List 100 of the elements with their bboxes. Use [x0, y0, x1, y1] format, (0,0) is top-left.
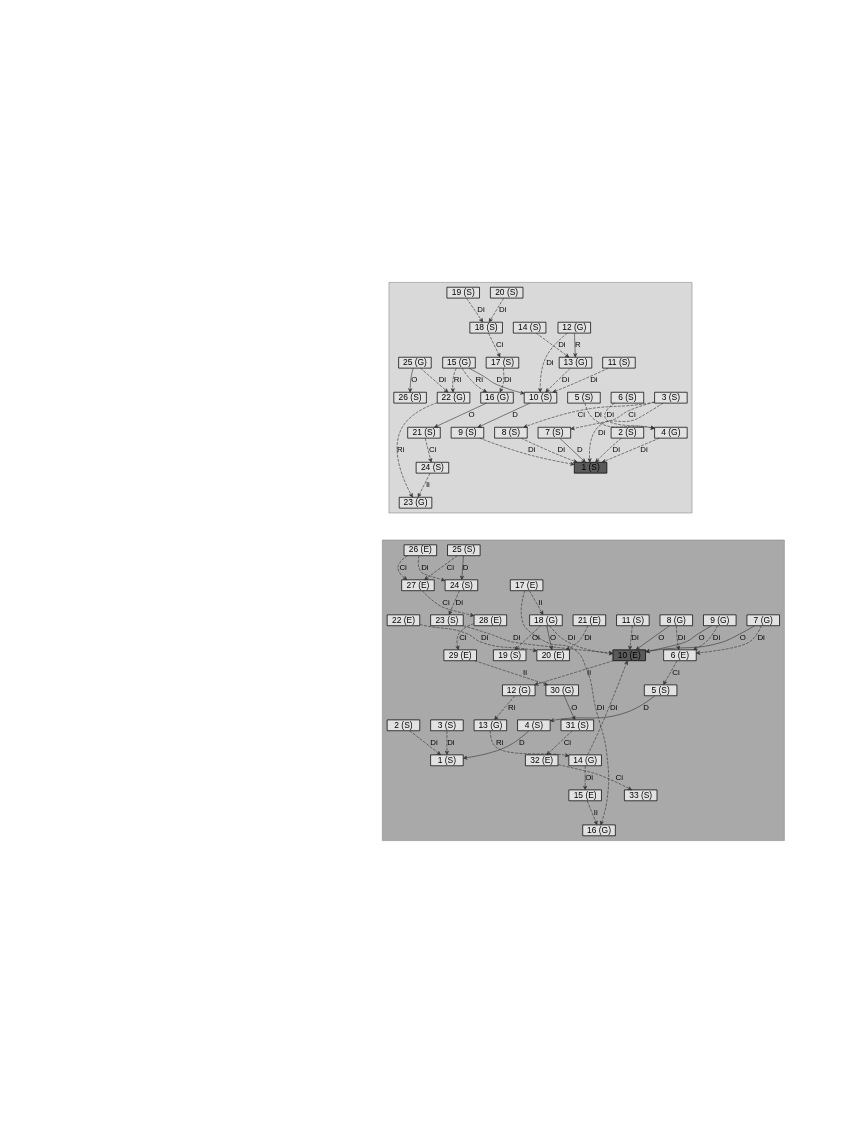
arrow	[396, 401, 437, 497]
node-box: 3 (S)	[429, 719, 464, 731]
arrow	[692, 625, 718, 650]
arrow	[535, 332, 569, 358]
arrow	[499, 367, 504, 392]
arrow	[551, 367, 609, 393]
node-box: 24 (S)	[444, 578, 478, 591]
arrow	[462, 730, 529, 760]
node-box: 28 (E)	[473, 614, 507, 626]
arrow	[587, 402, 663, 462]
arrow	[644, 624, 712, 653]
node-box: 12 (G)	[501, 684, 535, 696]
node-box: 22 (G)	[436, 391, 470, 403]
arrow	[675, 624, 680, 650]
arrow	[459, 555, 464, 580]
arrow	[601, 437, 660, 463]
arrow	[662, 660, 677, 685]
arrow	[695, 624, 762, 655]
node-box: 2 (S)	[610, 426, 644, 438]
node-box: 19 (S)	[492, 649, 526, 661]
node-box: 23 (G)	[398, 496, 432, 509]
node-box: 21 (S)	[406, 426, 441, 438]
arrow	[528, 590, 543, 615]
arrow	[408, 729, 441, 755]
arrow	[407, 367, 414, 392]
arrow	[549, 695, 655, 722]
arrow	[544, 367, 571, 392]
arrow	[419, 367, 448, 393]
arrow	[423, 554, 458, 580]
arrow	[487, 332, 500, 357]
node-box: 2 (S)	[386, 719, 420, 731]
arrow	[558, 437, 586, 463]
arrow	[465, 297, 483, 322]
node-box: 16 (G)	[479, 391, 514, 403]
node-box: 1 (S)	[429, 754, 464, 766]
node-box: 15 (G)	[441, 356, 476, 368]
arrow	[586, 660, 628, 755]
arrow	[450, 367, 457, 392]
arrow	[461, 367, 487, 392]
arrow	[572, 332, 577, 357]
node-box: 17 (E)	[509, 578, 543, 591]
arrow	[582, 765, 587, 790]
node-box: 16 (G)	[581, 824, 616, 836]
node-box: 17 (S)	[485, 356, 519, 368]
arrow	[477, 402, 530, 428]
node-box: 11 (S)	[615, 614, 649, 626]
node-box: 6 (S)	[610, 391, 644, 403]
node-box: 1 (S)	[573, 461, 607, 473]
node-box: 20 (E)	[536, 649, 570, 661]
node-box: 18 (G)	[528, 614, 563, 626]
arrow	[493, 695, 515, 720]
arrow	[537, 332, 568, 392]
arrow	[417, 554, 445, 581]
node-box: 24 (S)	[415, 461, 449, 473]
arrow	[474, 659, 548, 686]
node-box: 33 (S)	[623, 789, 657, 801]
node-box: 31 (S)	[560, 719, 594, 731]
arrow	[627, 625, 633, 650]
arrow	[455, 622, 474, 650]
arrow	[424, 437, 432, 462]
arrow	[546, 729, 572, 755]
node-box: 5 (S)	[643, 684, 677, 696]
node-box: 4 (S)	[516, 719, 550, 731]
arrow	[467, 367, 524, 395]
node-box: 10 (S)	[523, 391, 557, 403]
node-box: 27 (E)	[400, 578, 435, 591]
node-box: 6 (E)	[662, 649, 697, 661]
node-box: 18 (S)	[469, 321, 503, 333]
node-box: 26 (S)	[392, 391, 427, 403]
node-box: 15 (E)	[568, 789, 602, 801]
arrow	[433, 402, 487, 428]
arrow	[557, 763, 632, 790]
arrow	[421, 590, 474, 617]
node-box: 10 (E)	[612, 649, 646, 661]
arrow	[520, 437, 578, 463]
node-box: 21 (E)	[572, 614, 606, 626]
node-box: 9 (S)	[450, 426, 484, 438]
arrow	[478, 437, 574, 466]
arrow	[563, 695, 575, 720]
arrow	[417, 472, 430, 497]
arrow	[448, 590, 460, 615]
node-box: 9 (G)	[702, 614, 736, 626]
node-box: 25 (S)	[446, 543, 480, 556]
arrow	[444, 730, 449, 755]
arrow	[397, 554, 408, 580]
node-box: 11 (S)	[601, 356, 636, 368]
arrow	[489, 730, 569, 757]
node-box: 3 (S)	[653, 391, 688, 403]
arrow	[635, 624, 670, 650]
node-box: 7 (S)	[537, 426, 571, 438]
arrow	[533, 659, 614, 686]
node-box: 4 (G)	[653, 426, 688, 438]
arrow	[488, 297, 504, 322]
node-box: 8 (S)	[493, 426, 528, 438]
arrow	[644, 624, 755, 653]
arrow	[546, 624, 553, 650]
node-box: 23 (S)	[429, 614, 464, 626]
node-box: 29 (E)	[443, 649, 477, 661]
node-box: 22 (E)	[386, 614, 420, 626]
node-box: 30 (G)	[545, 684, 579, 696]
